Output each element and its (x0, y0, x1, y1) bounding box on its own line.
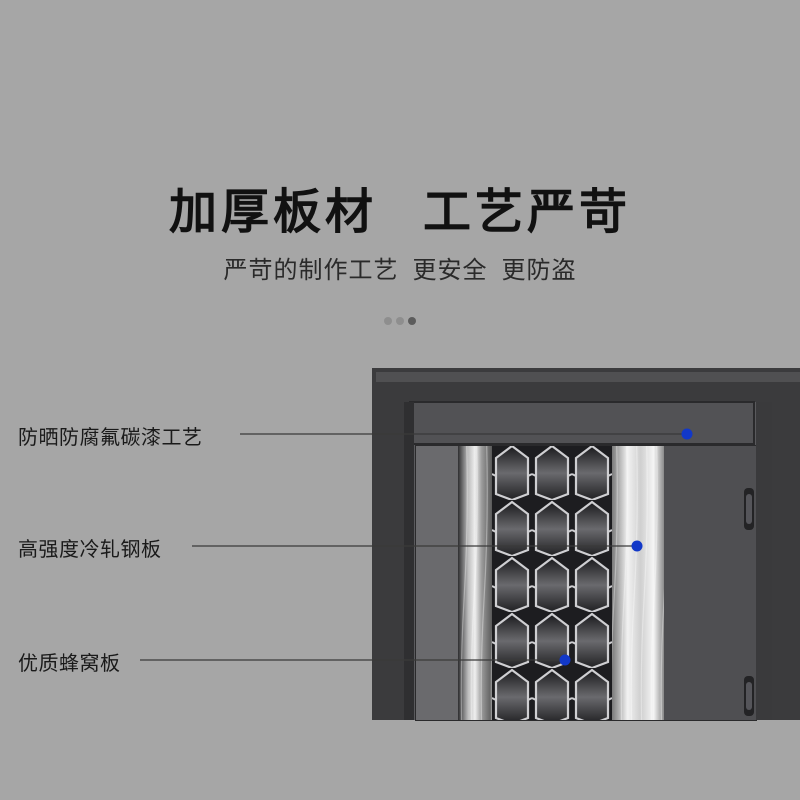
carousel-dot-1[interactable] (384, 317, 392, 325)
callout-dot-icon (681, 428, 693, 440)
subtitle-part-2: 更安全 (412, 256, 488, 284)
page-subtitle: 严苛的制作工艺更安全更防盗 (0, 250, 800, 285)
title-part-1: 加厚板材 (168, 184, 377, 240)
title-part-2: 工艺严苛 (423, 184, 632, 240)
door-hinge-icon (744, 676, 754, 716)
callout-dot-icon (559, 654, 571, 666)
honeycomb-panel (492, 446, 612, 720)
callout-label-steel: 高强度冷轧钢板 (18, 537, 162, 561)
subtitle-part-1: 严苛的制作工艺 (223, 256, 399, 284)
callout-dot-icon (631, 540, 643, 552)
carousel-dot-2[interactable] (396, 317, 404, 325)
page-title: 加厚板材工艺严苛 (0, 172, 800, 242)
carousel-dot-3[interactable] (408, 317, 416, 325)
door-hinge-icon (744, 488, 754, 530)
callout-label-coating: 防晒防腐氟碳漆工艺 (18, 425, 203, 449)
subtitle-part-3: 更防盗 (501, 256, 577, 284)
carousel-dots (384, 317, 416, 325)
callout-label-honeycomb: 优质蜂窝板 (18, 651, 121, 675)
